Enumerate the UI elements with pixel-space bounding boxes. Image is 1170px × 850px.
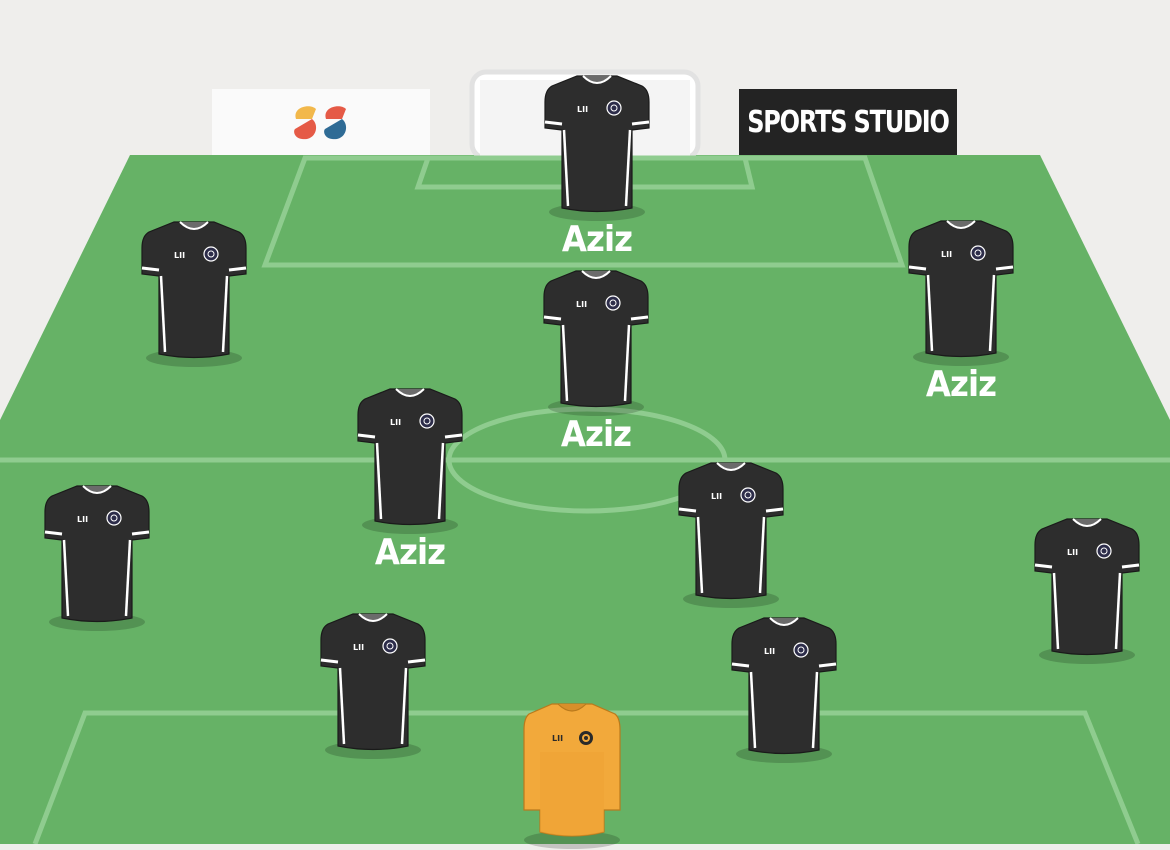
shirt-icon: LII	[908, 220, 1014, 366]
kit-maker-label: LII	[1067, 548, 1078, 557]
kit-maker-label: LII	[552, 734, 563, 743]
sponsor-board-left: SS	[212, 89, 430, 155]
pitch-surface	[0, 155, 1170, 844]
player-card[interactable]: LII	[1027, 515, 1147, 665]
player-card[interactable]: LII Aziz	[901, 217, 1021, 405]
kit-maker-label: LII	[577, 105, 588, 114]
shirt-icon: LII	[141, 221, 247, 367]
kit-maker-label: LII	[941, 250, 952, 259]
centre-circle	[446, 406, 728, 514]
shirt-icon: LII	[1034, 518, 1140, 664]
kit-maker-label: LII	[77, 515, 88, 524]
shirt-icon: LII	[320, 613, 426, 759]
player-goalkeeper[interactable]: LII	[512, 700, 632, 850]
shirt-icon: LII	[44, 485, 150, 631]
player-card[interactable]: LII	[313, 610, 433, 760]
player-name: Aziz	[925, 364, 997, 405]
shirt-icon: LII	[731, 617, 837, 763]
sponsor-board-right: SPORTS STUDIO	[739, 89, 957, 155]
player-card[interactable]: LII Aziz	[350, 385, 470, 573]
sponsor-text: SPORTS STUDIO	[747, 104, 950, 140]
player-name: Aziz	[560, 414, 632, 455]
shirt-icon: LII	[678, 462, 784, 608]
kit-maker-label: LII	[576, 300, 587, 309]
kit-maker-label: LII	[711, 492, 722, 501]
ss-logo-icon	[294, 106, 347, 140]
player-card[interactable]: LII	[134, 218, 254, 368]
kit-maker-label: LII	[764, 647, 775, 656]
player-card[interactable]: LII	[724, 614, 844, 764]
goal-area-top	[414, 155, 756, 190]
player-card[interactable]: LII Aziz	[536, 267, 656, 455]
player-card[interactable]: LII	[37, 482, 157, 632]
shirt-icon: LII	[544, 75, 650, 221]
kit-maker-label: LII	[174, 251, 185, 260]
shirt-icon: LII	[357, 388, 463, 534]
player-name: Aziz	[561, 219, 633, 260]
shirt-icon: LII	[543, 270, 649, 416]
kit-maker-label: LII	[390, 418, 401, 427]
goalkeeper-shirt-icon: LII	[523, 703, 621, 849]
player-name: Aziz	[374, 532, 446, 573]
player-card[interactable]: LII	[671, 459, 791, 609]
kit-maker-label: LII	[353, 643, 364, 652]
player-card[interactable]: LII Aziz	[537, 72, 657, 260]
